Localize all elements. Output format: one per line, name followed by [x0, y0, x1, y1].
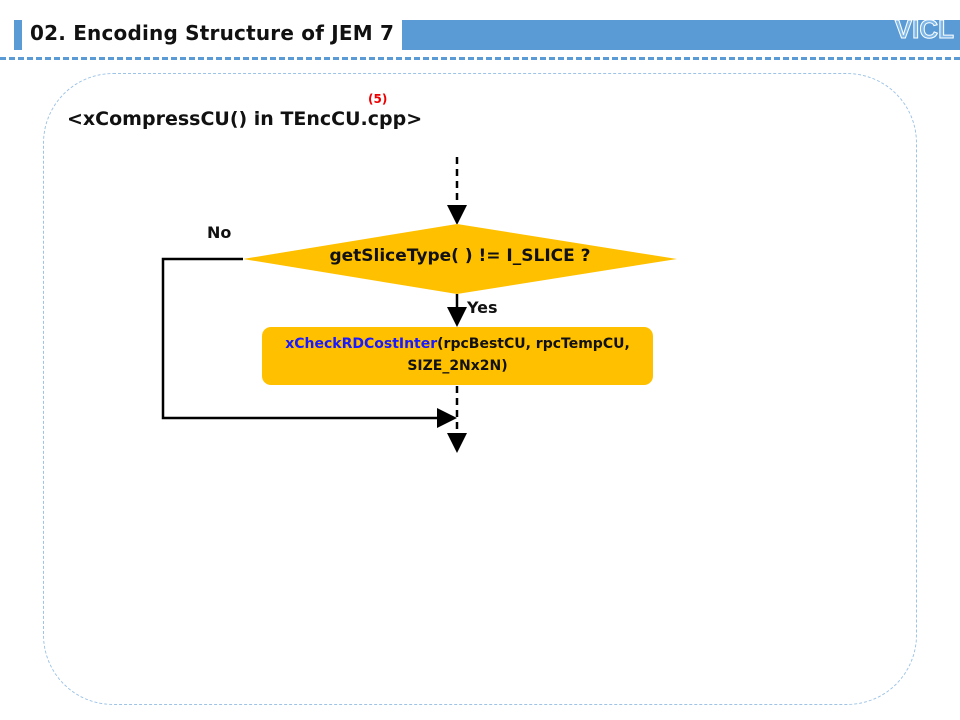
- no-label: No: [207, 223, 232, 242]
- reference-number: (5): [368, 92, 388, 106]
- function-title: <xCompressCU() in TEncCU.cpp>: [67, 108, 423, 130]
- header-bar: [402, 20, 960, 50]
- yes-label: Yes: [467, 298, 498, 317]
- decision-diamond: [243, 224, 677, 294]
- header-accent: [14, 20, 22, 50]
- vicl-logo: VICL: [894, 14, 954, 45]
- process-args-1: (rpcBestCU, rpcTempCU,: [437, 336, 630, 352]
- decision-text: getSliceType( ) != I_SLICE ?: [329, 246, 591, 266]
- no-path: [161, 257, 457, 428]
- process-function: xCheckRDCostInter: [285, 336, 438, 352]
- header-divider: [0, 57, 960, 60]
- slide-title: 02. Encoding Structure of JEM 7 SW: [30, 21, 439, 45]
- content-frame: [43, 73, 917, 705]
- process-args-2: SIZE_2Nx2N): [407, 358, 508, 374]
- process-box: xCheckRDCostInter(rpcBestCU, rpcTempCU, …: [262, 327, 653, 385]
